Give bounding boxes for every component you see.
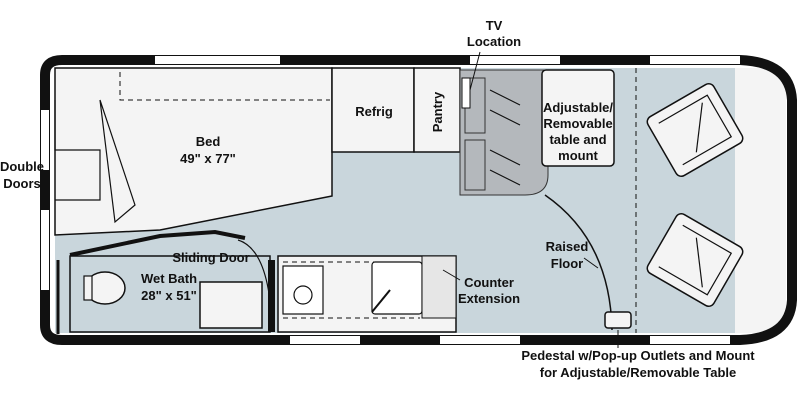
raised-floor-label-1: Raised — [546, 239, 589, 254]
double-doors-label-1: Double — [0, 159, 44, 174]
bed-pillow — [54, 100, 101, 201]
outer-wall — [40, 55, 797, 345]
stove-burner — [293, 285, 313, 305]
double-doors-label-2: Doors — [3, 176, 41, 191]
bench-seat-2 — [464, 139, 486, 191]
tv-location-label-2: Location — [467, 34, 521, 49]
wet-bath-label-2: 28" x 51" — [141, 288, 197, 303]
pedestal-label-2: for Adjustable/Removable Table — [540, 365, 737, 380]
refrig-label: Refrig — [355, 104, 393, 119]
cab-area — [735, 68, 786, 333]
counter-extension-label-1: Counter — [464, 275, 514, 290]
counter-dashes — [283, 261, 420, 319]
tv-location-label-1: TV — [486, 18, 503, 33]
counter-extension — [421, 255, 457, 319]
bed-label-1: Bed — [196, 134, 221, 149]
tv-leader — [469, 51, 481, 91]
bed-dashed-edge — [119, 72, 330, 101]
pantry — [413, 67, 461, 153]
sliding-door-label: Sliding Door — [172, 250, 249, 265]
sliding-door-panel — [268, 260, 275, 332]
table-label-3: table and — [549, 132, 606, 147]
table-label-1: Adjustable/ — [543, 100, 613, 115]
bed — [54, 67, 333, 236]
double-doors — [40, 196, 50, 204]
driver-seat — [646, 83, 744, 177]
counter-extension-label-2: Extension — [458, 291, 520, 306]
stove — [282, 265, 324, 315]
table-pedestal — [604, 311, 632, 329]
passenger-seat — [646, 213, 744, 307]
bed-sheet-fold — [99, 99, 136, 224]
toilet-tank — [83, 275, 93, 301]
table-label-2: Removable — [543, 116, 612, 131]
raised-floor-leader — [583, 257, 599, 269]
kitchen-sink — [371, 261, 423, 315]
wet-bath-wall — [69, 229, 246, 257]
raised-floor-arc — [544, 194, 613, 331]
sink-faucet — [371, 289, 391, 313]
windows — [41, 56, 740, 344]
adjustable-table — [541, 69, 615, 167]
bed-label-2: 49" x 77" — [180, 151, 236, 166]
seat-belts — [489, 89, 521, 186]
raised-floor-label-2: Floor — [551, 256, 584, 271]
refrigerator — [331, 67, 415, 153]
bath-sink — [199, 281, 263, 329]
tv-mount — [461, 77, 471, 109]
table-label-4: mount — [558, 148, 598, 163]
pedestal-label-1: Pedestal w/Pop-up Outlets and Mount — [521, 348, 755, 363]
counter-leader — [442, 269, 461, 281]
pantry-label: Pantry — [430, 91, 445, 132]
wet-bath-label-1: Wet Bath — [141, 271, 197, 286]
